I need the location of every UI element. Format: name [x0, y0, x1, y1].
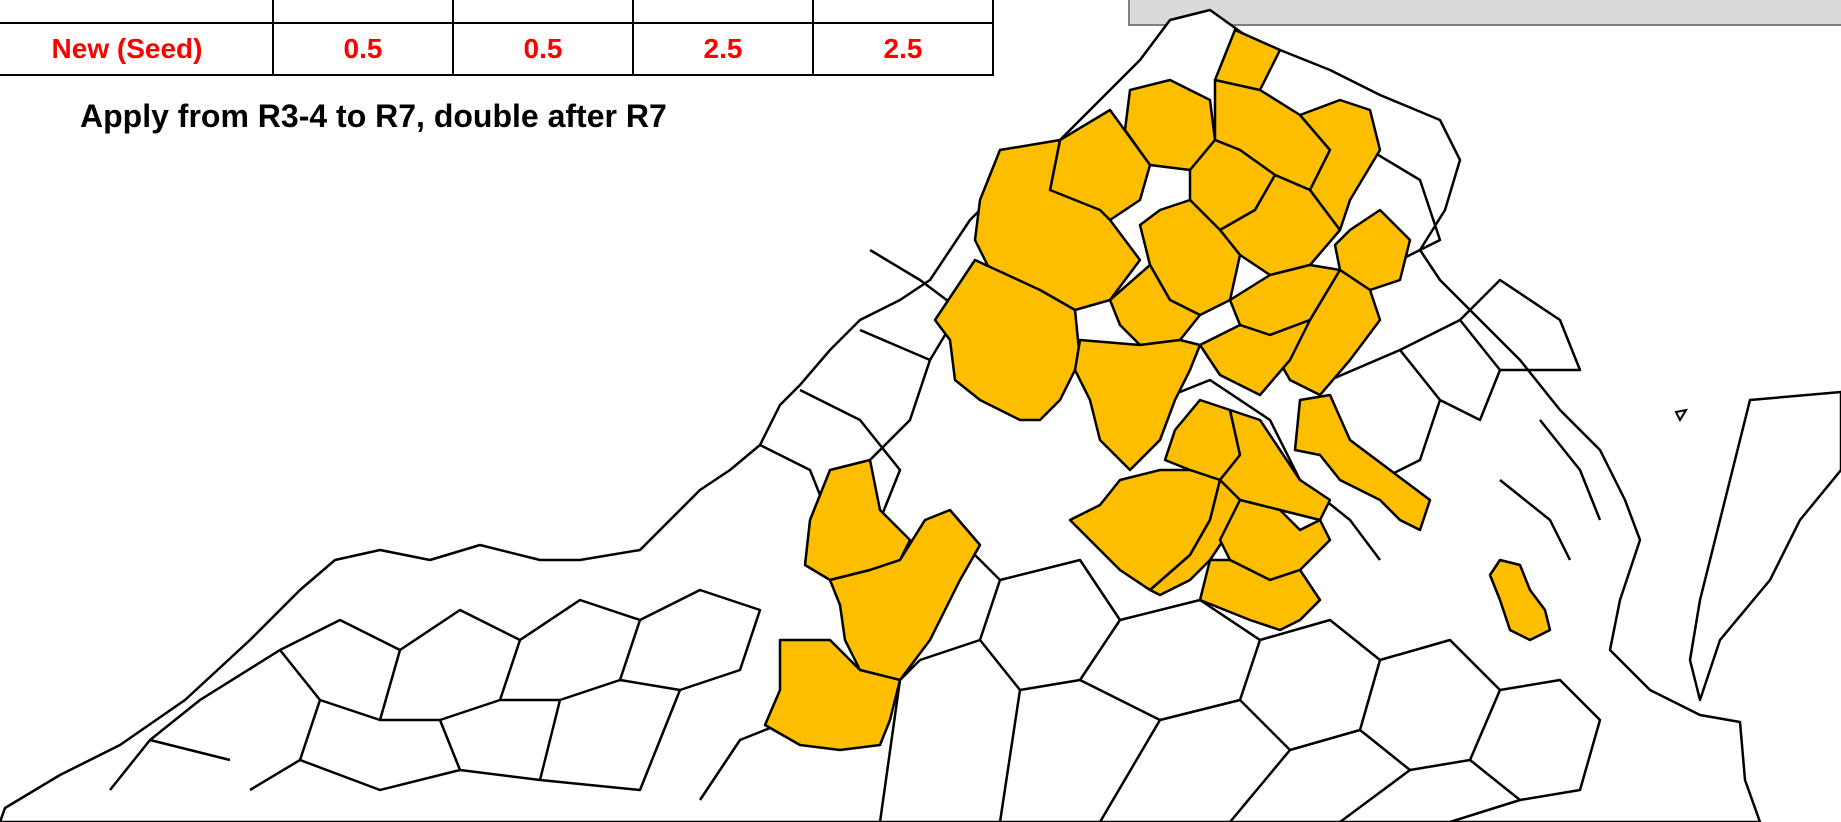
- highlight-county: [1198, 318, 1312, 397]
- table-cell: [452, 0, 634, 24]
- highlight-county: [1198, 558, 1322, 632]
- highlight-county: [1073, 338, 1202, 472]
- highlight-county: [933, 258, 1082, 422]
- highlight-county: [1488, 558, 1552, 642]
- table-cell: [812, 0, 994, 24]
- table-row: [0, 0, 994, 24]
- highlight-county: [1218, 498, 1332, 582]
- eastern-shore: [1688, 390, 1841, 702]
- table-cell: [632, 0, 814, 24]
- table-row: New (Seed) 0.5 0.5 2.5 2.5: [0, 22, 994, 76]
- legend-box: [1128, 0, 1841, 26]
- small-island: [1674, 408, 1689, 423]
- highlight-county: [828, 508, 982, 682]
- highlight-county: [1138, 198, 1242, 317]
- table-cell: [272, 0, 454, 24]
- table-cell: 2.5: [632, 22, 814, 76]
- rate-table: New (Seed) 0.5 0.5 2.5 2.5: [0, 0, 994, 76]
- table-cell: 0.5: [272, 22, 454, 76]
- highlight-county: [1108, 263, 1202, 347]
- highlight-county: [1293, 393, 1432, 532]
- highlight-county: [763, 638, 902, 752]
- table-cell: [0, 0, 274, 24]
- table-cell: 2.5: [812, 22, 994, 76]
- table-cell: 0.5: [452, 22, 634, 76]
- highlight-county: [1333, 208, 1412, 292]
- table-cell: New (Seed): [0, 22, 274, 76]
- highlight-county: [1298, 98, 1382, 232]
- subtitle: Apply from R3-4 to R7, double after R7: [80, 98, 667, 134]
